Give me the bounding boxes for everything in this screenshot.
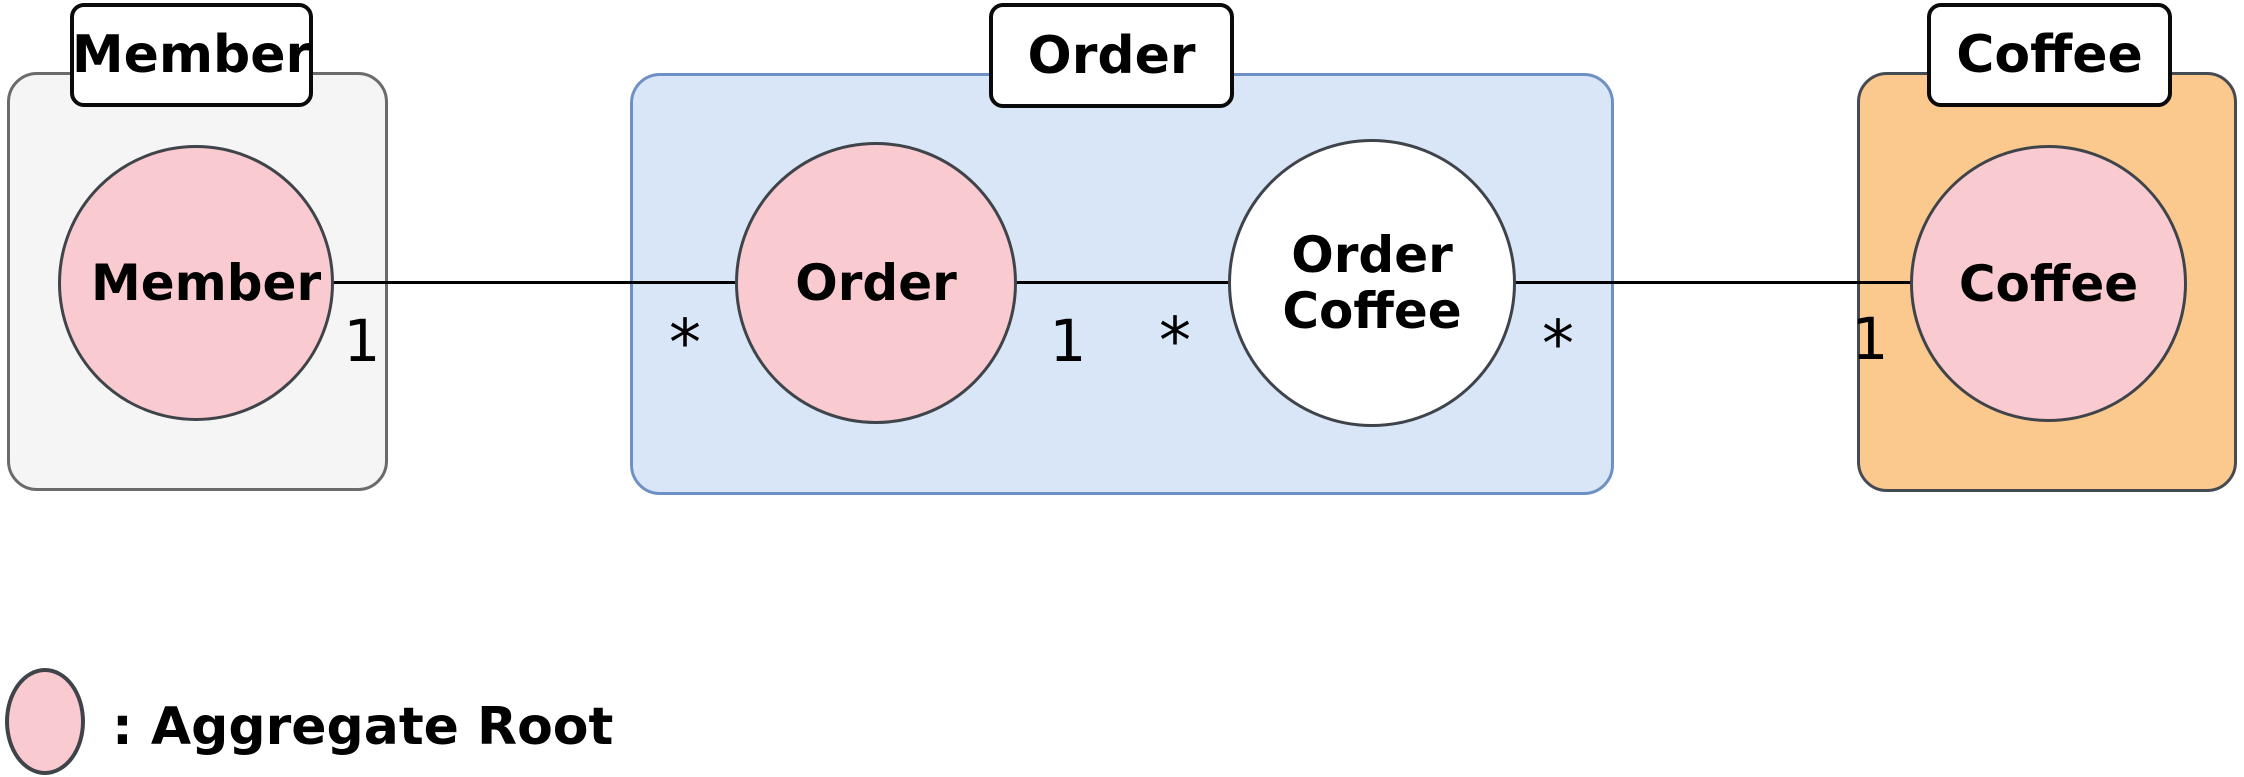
coffee-group-label: Coffee — [1927, 3, 2172, 107]
multiplicity-order-left: * — [669, 307, 701, 381]
legend-label: : Aggregate Root — [112, 697, 614, 757]
coffee-node: Coffee — [1910, 145, 2187, 422]
multiplicity-member-side: 1 — [343, 307, 381, 375]
member-node-label: Member — [91, 254, 322, 312]
order-coffee-node: Order Coffee — [1228, 139, 1516, 427]
association-line-ordercoffee-coffee — [1512, 281, 1915, 284]
multiplicity-order-right: 1 — [1049, 307, 1087, 375]
member-group-label: Member — [70, 3, 313, 107]
order-node: Order — [735, 142, 1017, 424]
multiplicity-ordercoffee-right: * — [1542, 308, 1574, 382]
order-node-label: Order — [795, 254, 957, 312]
multiplicity-ordercoffee-left: * — [1159, 305, 1191, 379]
order-group-label: Order — [989, 3, 1234, 108]
coffee-node-label: Coffee — [1958, 254, 2139, 313]
order-coffee-node-label: Order Coffee — [1282, 226, 1462, 340]
member-node: Member — [58, 145, 334, 421]
aggregate-root-swatch-icon — [5, 668, 85, 775]
association-line-order-ordercoffee — [1012, 281, 1232, 284]
association-line-member-order — [330, 281, 745, 284]
multiplicity-coffee-side: 1 — [1851, 305, 1889, 373]
